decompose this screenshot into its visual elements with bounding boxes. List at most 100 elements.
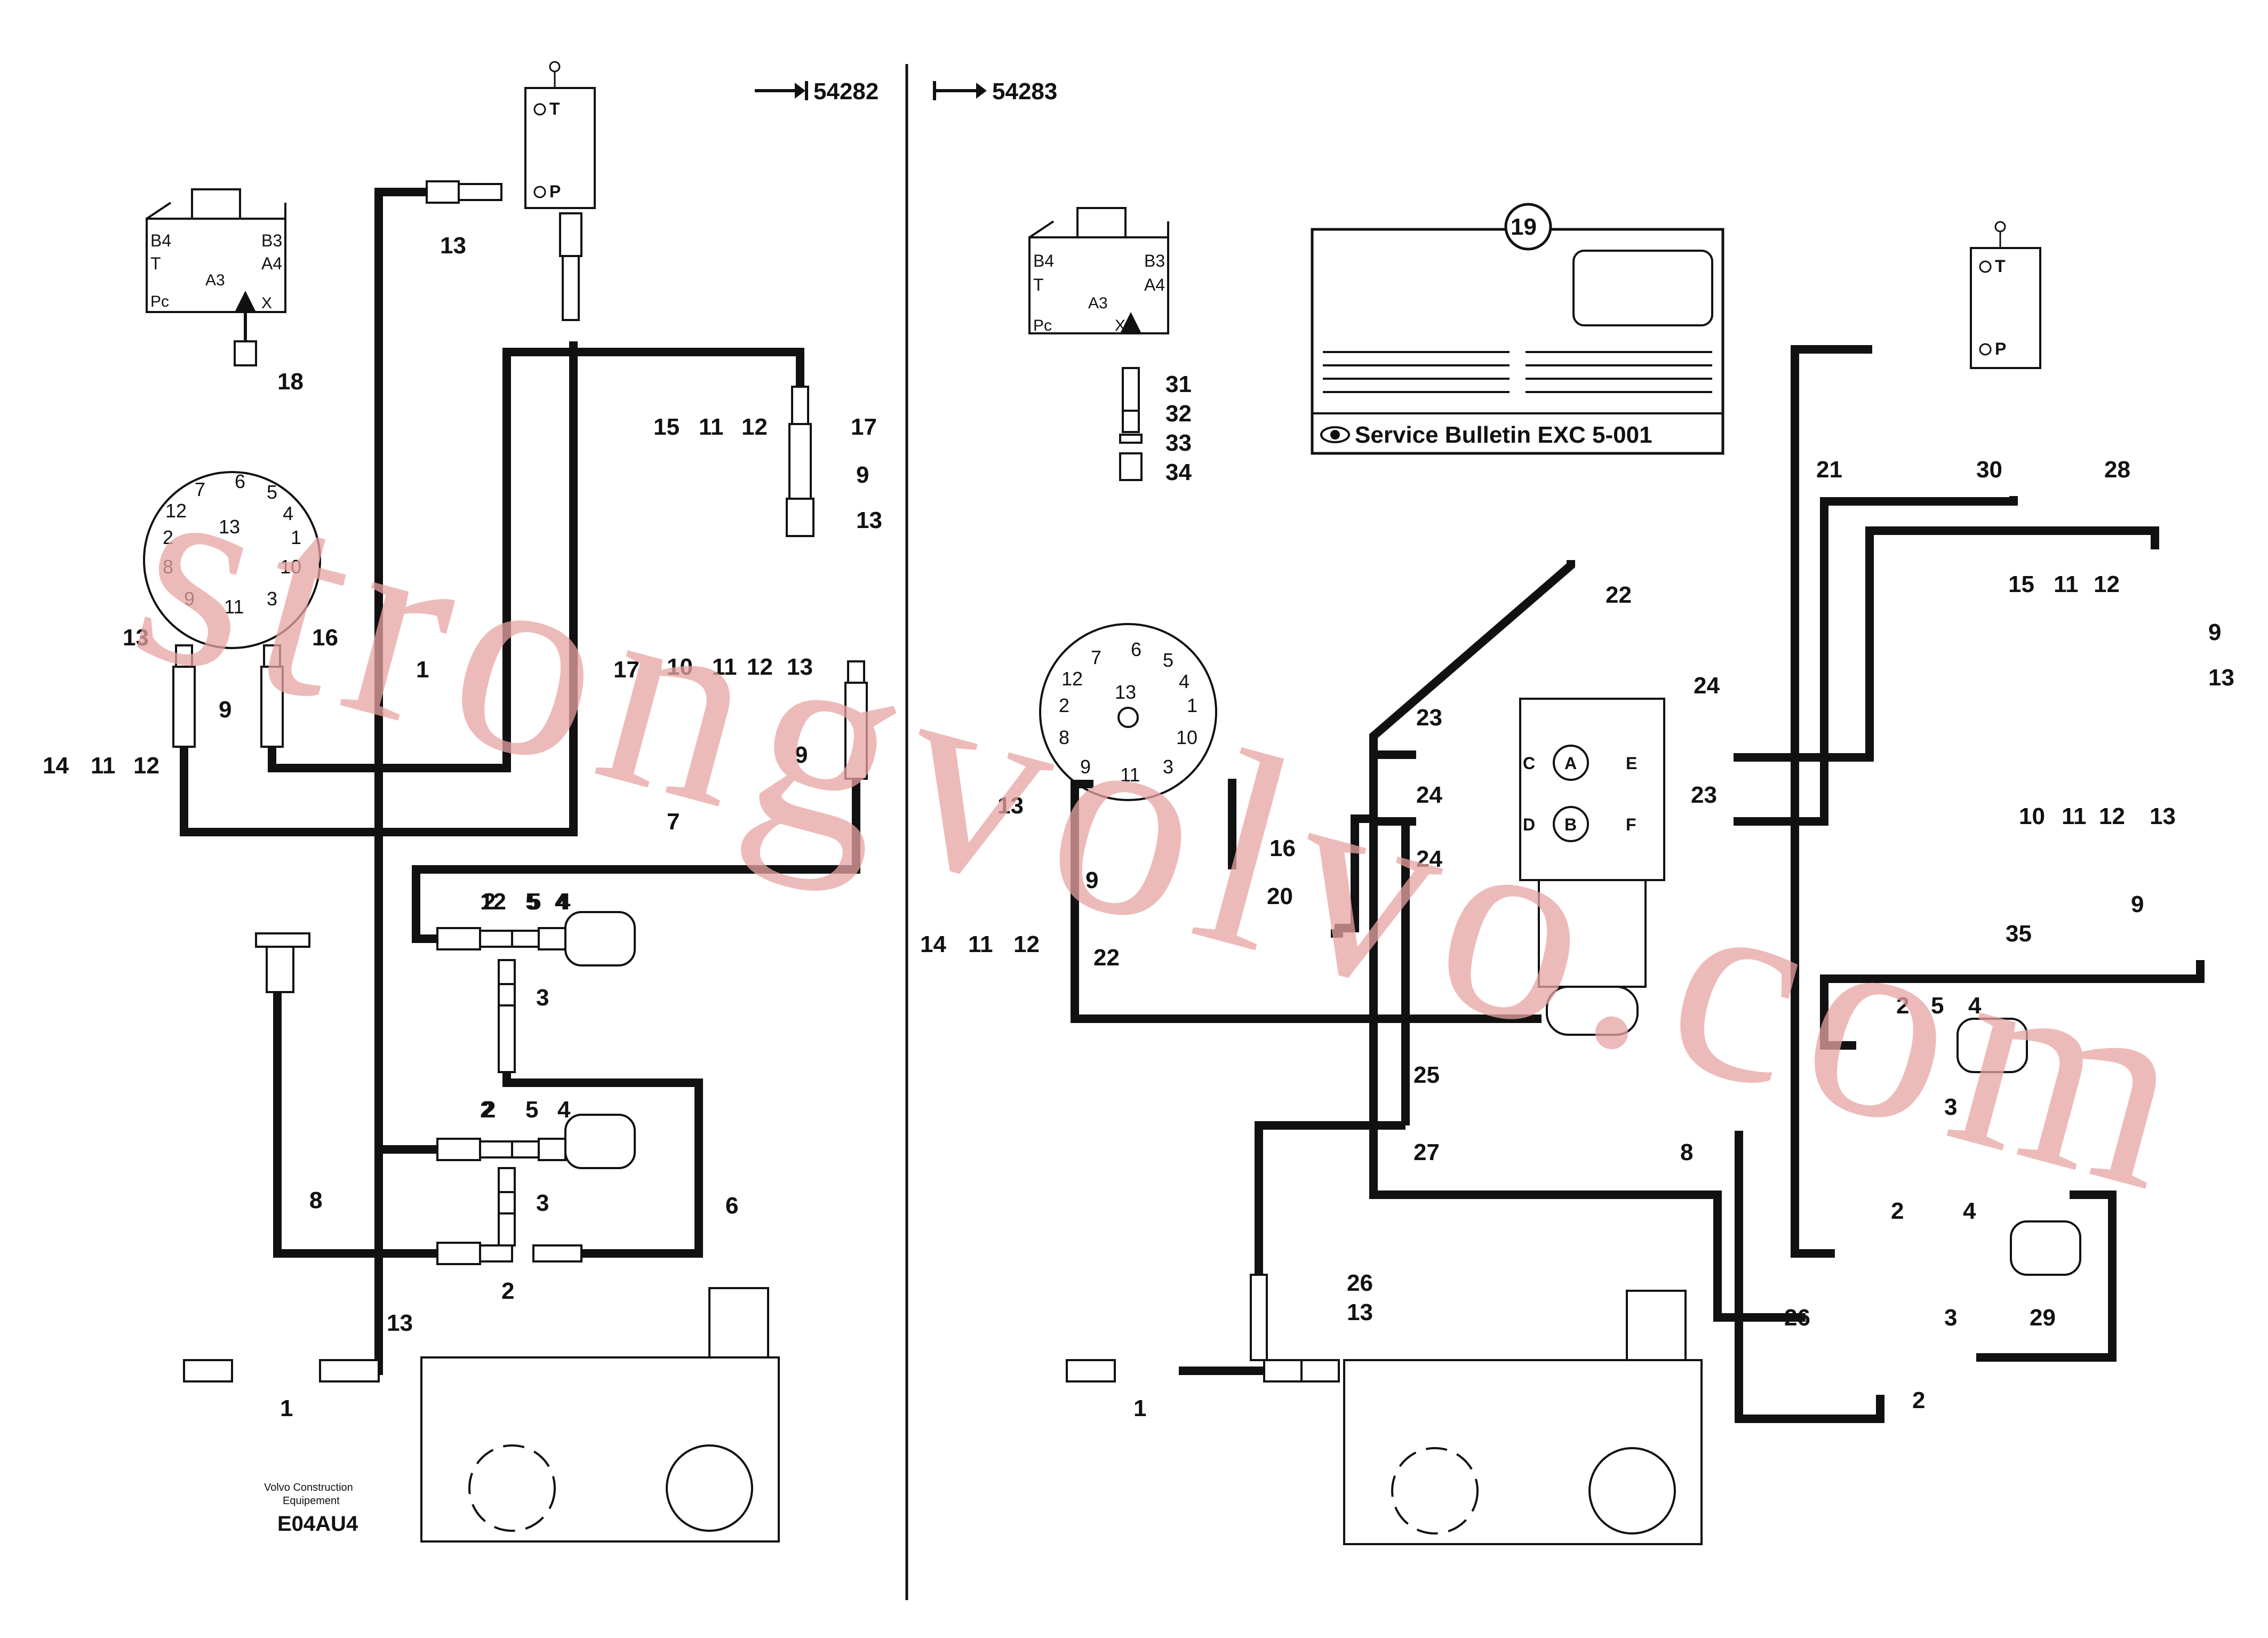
svg-text:11: 11 (968, 931, 993, 957)
svg-text:A3: A3 (205, 271, 225, 289)
svg-text:9: 9 (795, 742, 808, 768)
svg-text:9: 9 (1080, 756, 1091, 778)
pattern-dial-right (1039, 623, 1217, 801)
svg-text:13: 13 (856, 507, 882, 533)
footer: Volvo Construction Equipement E04AU4 (264, 1482, 358, 1536)
footer-code: E04AU4 (277, 1512, 358, 1536)
svg-text:13: 13 (787, 654, 813, 680)
svg-text:3: 3 (536, 985, 549, 1011)
right-diagram: B4 T Pc A3 X B3 A4 19 (1028, 203, 2205, 1545)
svg-text:2: 2 (501, 1278, 514, 1304)
svg-text:26: 26 (1784, 1305, 1810, 1331)
svg-text:2: 2 (483, 1097, 496, 1123)
svg-text:11: 11 (712, 654, 737, 680)
dial-numbers-right: 7 6 5 12 13 4 2 1 8 10 9 11 3 (1059, 638, 1197, 786)
svg-text:15: 15 (653, 414, 680, 440)
svg-text:B: B (1564, 815, 1577, 834)
svg-text:9: 9 (2208, 619, 2221, 645)
svg-text:13: 13 (440, 233, 466, 259)
svg-text:3: 3 (267, 588, 277, 610)
pattern-dial-left (143, 471, 321, 649)
svg-text:9: 9 (219, 697, 231, 723)
svg-text:1: 1 (1133, 1395, 1146, 1421)
svg-text:13: 13 (2150, 803, 2176, 829)
svg-text:34: 34 (1165, 459, 1192, 485)
svg-text:7: 7 (195, 478, 205, 500)
valve-block-left-labels: B4 T Pc A3 X B3 A4 (150, 231, 282, 312)
svg-text:10: 10 (280, 556, 301, 578)
svg-text:A3: A3 (1088, 294, 1108, 312)
svg-text:9: 9 (1085, 867, 1098, 893)
svg-text:25: 25 (1413, 1062, 1440, 1088)
svg-text:P: P (549, 182, 561, 201)
svg-text:24: 24 (1416, 782, 1442, 808)
svg-text:4: 4 (555, 889, 568, 915)
svg-text:33: 33 (1165, 430, 1192, 456)
svg-text:2: 2 (480, 1097, 493, 1123)
svg-text:B4: B4 (1033, 251, 1054, 270)
svg-text:1: 1 (291, 526, 301, 548)
svg-text:16: 16 (1269, 835, 1296, 861)
svg-text:11: 11 (224, 596, 244, 618)
svg-text:29: 29 (2030, 1305, 2056, 1331)
svg-text:11: 11 (2054, 571, 2079, 597)
svg-text:10: 10 (667, 654, 693, 680)
svg-text:13: 13 (387, 1310, 413, 1336)
svg-text:5: 5 (1163, 649, 1173, 671)
eye-icon (1320, 426, 1350, 443)
svg-text:24: 24 (1416, 846, 1442, 872)
svg-text:8: 8 (1680, 1139, 1693, 1165)
service-bulletin-text: Service Bulletin EXC 5-001 (1355, 422, 1652, 448)
svg-text:21: 21 (1816, 457, 1842, 483)
svg-text:13: 13 (123, 625, 149, 651)
svg-text:T: T (150, 254, 161, 273)
svg-text:6: 6 (725, 1193, 738, 1219)
svg-text:3: 3 (1944, 1305, 1957, 1331)
svg-text:B4: B4 (150, 231, 171, 250)
svg-text:15: 15 (2008, 571, 2034, 597)
svg-text:12: 12 (1013, 931, 1040, 957)
svg-text:C: C (1523, 754, 1535, 773)
svg-text:6: 6 (1131, 638, 1141, 660)
svg-text:3: 3 (536, 1190, 549, 1216)
svg-text:17: 17 (613, 657, 640, 683)
svg-text:5: 5 (528, 889, 541, 915)
svg-text:24: 24 (1694, 673, 1720, 699)
svg-text:31: 31 (1165, 371, 1192, 397)
svg-text:A: A (1564, 754, 1577, 773)
svg-text:T: T (1995, 257, 2006, 276)
svg-text:9: 9 (856, 462, 869, 488)
svg-text:12: 12 (747, 654, 773, 680)
svg-text:T: T (549, 99, 560, 118)
svg-text:2: 2 (1891, 1198, 1904, 1224)
svg-text:2: 2 (1059, 694, 1069, 716)
valve-block-left (146, 188, 286, 313)
callouts-left: 13 18 15 11 12 17 9 13 7 6 5 4 12 2 8 10… (43, 233, 882, 1421)
svg-text:2: 2 (1912, 1387, 1925, 1413)
dial-numbers-left: 7 6 5 12 13 4 2 1 8 10 9 11 3 (163, 470, 301, 618)
svg-text:10: 10 (2019, 803, 2045, 829)
svg-text:E: E (1626, 754, 1637, 773)
svg-text:9: 9 (2131, 891, 2144, 917)
svg-text:26: 26 (1347, 1270, 1373, 1296)
svg-text:5: 5 (1931, 993, 1944, 1019)
svg-text:11: 11 (91, 753, 116, 779)
svg-text:6: 6 (725, 1193, 738, 1219)
service-bulletin-box (1311, 228, 1724, 455)
svg-text:B3: B3 (1144, 251, 1165, 270)
left-diagram: B4 T Pc A3 X B3 A4 T P (143, 61, 868, 1543)
svg-text:13: 13 (1347, 1299, 1373, 1325)
header-left-ref: 54282 (755, 78, 879, 105)
header-right-ref: 54283 (933, 78, 1057, 105)
svg-text:22: 22 (1093, 945, 1120, 971)
svg-text:13: 13 (219, 516, 240, 538)
svg-text:7: 7 (667, 809, 680, 835)
svg-text:4: 4 (1963, 1198, 1976, 1224)
svg-text:5: 5 (525, 889, 538, 915)
svg-text:16: 16 (312, 625, 338, 651)
svg-text:4: 4 (283, 502, 293, 524)
svg-text:1: 1 (280, 1395, 293, 1421)
svg-text:4: 4 (1968, 993, 1982, 1019)
svg-text:4: 4 (1179, 670, 1189, 692)
svg-text:F: F (1626, 815, 1636, 834)
